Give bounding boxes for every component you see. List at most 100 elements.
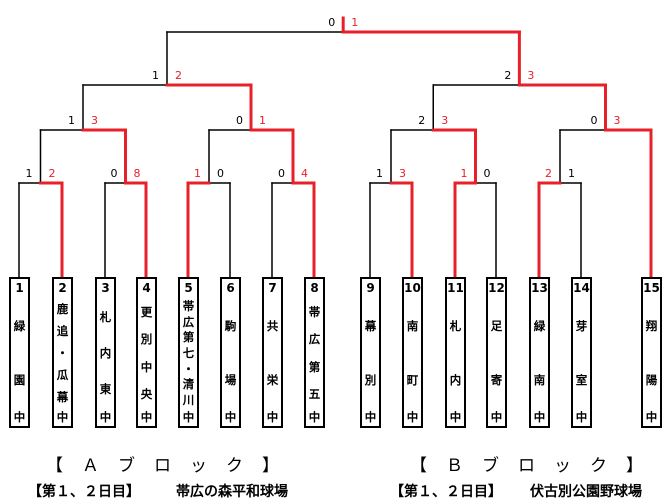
team-name-char: 札 xyxy=(449,318,462,333)
team-suffix: 中 xyxy=(575,410,588,424)
team-number: 15 xyxy=(643,281,660,295)
match-score: 2 xyxy=(175,69,182,82)
team-name-char: 町 xyxy=(406,373,419,388)
team-name: 南町 xyxy=(404,299,421,408)
team-name-char: 内 xyxy=(99,345,112,360)
team-name-char: 幕 xyxy=(56,389,69,404)
match-score: 3 xyxy=(91,114,98,127)
match-score: 0 xyxy=(236,114,243,127)
team-name-char: 緑 xyxy=(533,318,546,333)
team-suffix: 中 xyxy=(308,410,321,424)
team-name: 緑南 xyxy=(531,299,548,408)
team-name-char: 瓜 xyxy=(56,367,69,382)
team-name-char: 緑 xyxy=(13,318,26,333)
team-suffix: 中 xyxy=(645,410,658,424)
match-score: 1 xyxy=(194,167,201,180)
team-number: 8 xyxy=(310,281,319,295)
team-name-char: 足 xyxy=(490,318,503,333)
match-score: 3 xyxy=(399,167,406,180)
match-score: 1 xyxy=(259,114,266,127)
block-a-days: 【第１、２日目】 xyxy=(28,484,140,500)
match-score: 0 xyxy=(217,167,224,180)
block-b-venue: 伏古別公園野球場 xyxy=(530,484,642,500)
team-name-char: 帯 xyxy=(182,299,195,314)
match-score: 4 xyxy=(301,167,308,180)
team-name-char: 園 xyxy=(13,373,26,388)
team-name-char: 川 xyxy=(182,392,195,407)
team-number: 1 xyxy=(15,281,24,295)
team-name: 札内 xyxy=(447,299,464,408)
match-score: 0 xyxy=(111,167,118,180)
match-score: 8 xyxy=(134,167,141,180)
match-score: 1 xyxy=(68,114,75,127)
match-score: 1 xyxy=(26,167,33,180)
team-suffix: 中 xyxy=(56,410,69,424)
team-name-char: 陽 xyxy=(645,373,658,388)
match-score: 1 xyxy=(568,167,575,180)
team-suffix: 中 xyxy=(449,410,462,424)
block-a-venue: 帯広の森平和球場 xyxy=(176,484,288,500)
team-number: 5 xyxy=(184,281,193,295)
team-name: 芽室 xyxy=(573,299,590,408)
team-name-char: 第 xyxy=(182,330,195,345)
team-name-char: 南 xyxy=(533,373,546,388)
team-name-char: 寄 xyxy=(490,373,503,388)
team-name-char: 更 xyxy=(140,305,153,320)
team-name: 幕別 xyxy=(362,299,379,408)
team-box: 9 幕別中 xyxy=(360,277,381,428)
team-name-char: 清 xyxy=(182,377,195,392)
team-suffix: 中 xyxy=(182,410,195,424)
match-score: 0 xyxy=(328,16,335,29)
team-name: 翔陽 xyxy=(643,299,660,408)
team-name: 更別中央 xyxy=(138,299,155,408)
match-score: 3 xyxy=(527,69,534,82)
team-suffix: 中 xyxy=(140,410,153,424)
match-score: 3 xyxy=(614,114,621,127)
block-b-days: 【第１、２日目】 xyxy=(390,484,502,500)
team-name-char: 別 xyxy=(364,373,377,388)
team-name-char: 内 xyxy=(449,373,462,388)
team-name-char: 駒 xyxy=(224,318,237,333)
bracket-lines-red xyxy=(39,16,653,279)
block-a-title: 【 Ａ ブ ロ ッ ク 】 xyxy=(46,456,280,476)
match-score: 3 xyxy=(441,114,448,127)
team-name-char: ・ xyxy=(182,361,195,376)
team-name-char: 鹿 xyxy=(56,302,69,317)
team-name: 鹿追・瓜幕 xyxy=(54,299,71,408)
team-name-char: 栄 xyxy=(266,373,279,388)
team-name-char: 中 xyxy=(140,359,153,374)
team-suffix: 中 xyxy=(364,410,377,424)
match-score: 2 xyxy=(504,69,511,82)
match-score: 2 xyxy=(49,167,56,180)
block-b-title: 【 Ｂ ブ ロ ッ ク 】 xyxy=(410,456,644,476)
team-number: 9 xyxy=(366,281,375,295)
team-name-char: 広 xyxy=(308,332,321,347)
team-name-char: 広 xyxy=(182,314,195,329)
team-name-char: 翔 xyxy=(645,318,658,333)
team-number: 14 xyxy=(573,281,590,295)
team-suffix: 中 xyxy=(266,410,279,424)
team-name-char: 第 xyxy=(308,359,321,374)
team-name: 共栄 xyxy=(264,299,281,408)
match-score: 1 xyxy=(152,69,159,82)
team-box: 5 帯広第七・清川中 xyxy=(178,277,199,428)
team-name-char: 追 xyxy=(56,324,69,339)
team-name-char: 室 xyxy=(575,373,588,388)
team-name-char: 帯 xyxy=(308,305,321,320)
team-name-char: 七 xyxy=(182,345,195,360)
match-score: 0 xyxy=(591,114,598,127)
team-name-char: 東 xyxy=(99,382,112,397)
match-score: 1 xyxy=(351,16,358,29)
match-score: 2 xyxy=(418,114,425,127)
team-name-char: 五 xyxy=(308,386,321,401)
team-name-char: 芽 xyxy=(575,318,588,333)
